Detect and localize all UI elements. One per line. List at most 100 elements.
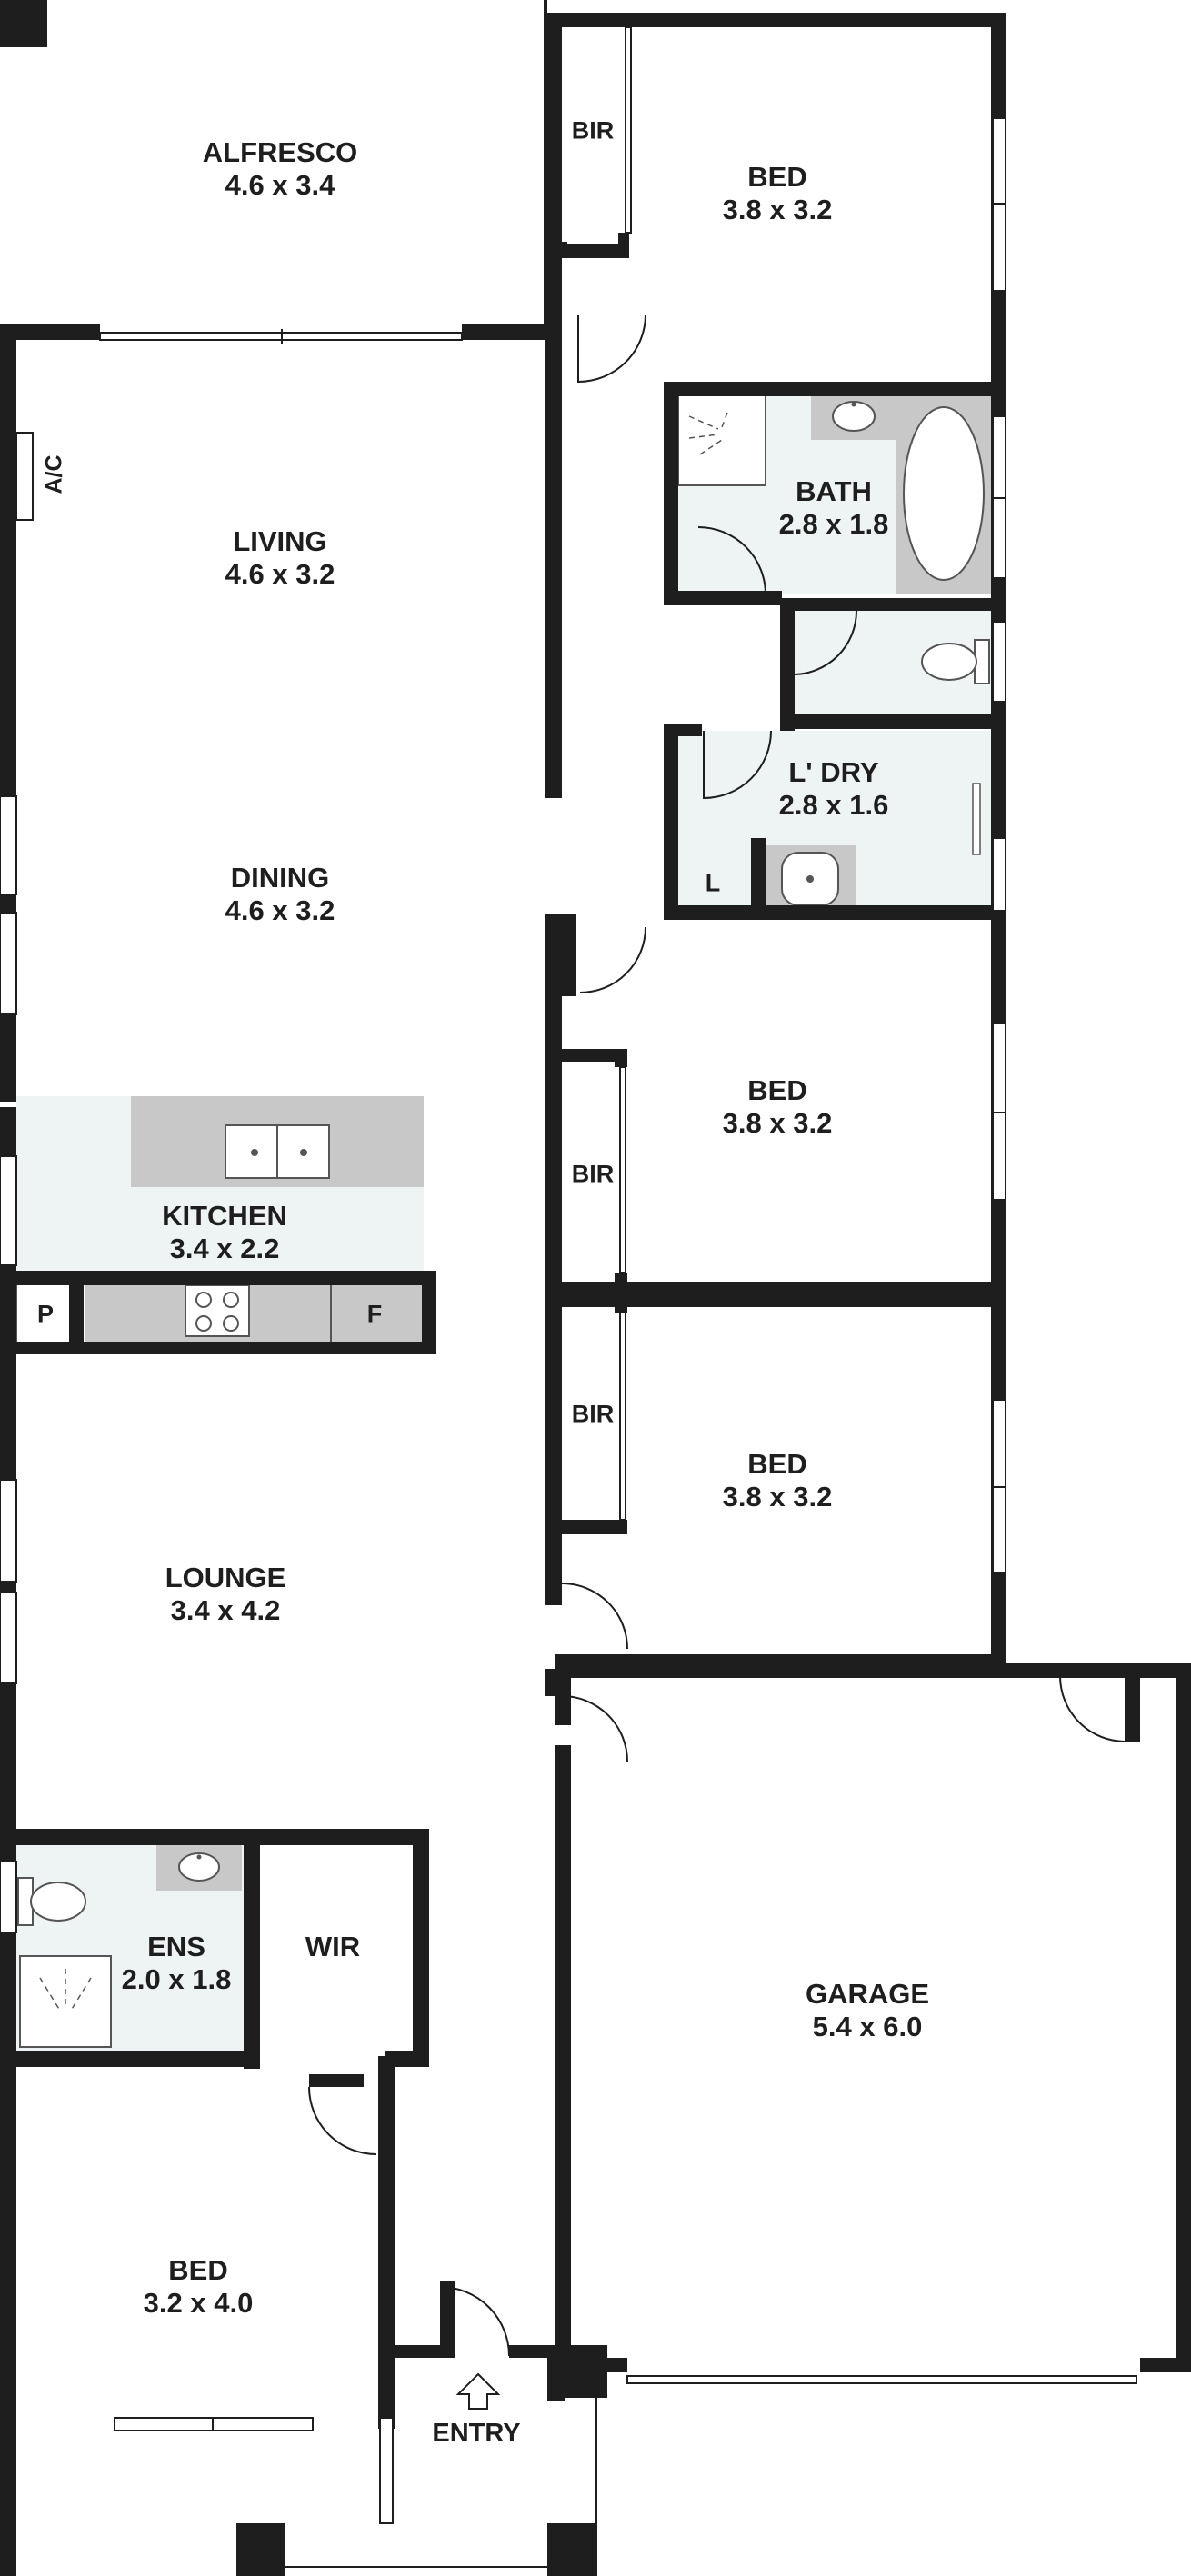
window-ensuite [0, 1861, 17, 1933]
windows [0, 26, 1137, 2524]
room-label-ac: A/C [42, 454, 68, 494]
room-name: DINING [230, 862, 330, 894]
window-entry-side [379, 2417, 394, 2524]
room-label-bed-2: BED 3.8 x 3.2 [723, 1074, 833, 1140]
window-bed4-front-b [212, 2417, 314, 2431]
room-label-ensuite: ENS 2.0 x 1.8 [122, 1931, 232, 1996]
room-dims: 2.8 x 1.8 [778, 508, 889, 540]
room-dims: 5.4 x 6.0 [812, 2011, 923, 2042]
cooktop-icon [185, 1284, 250, 1337]
room-name: BIR [571, 1400, 615, 1428]
room-dims: 4.6 x 3.2 [225, 894, 335, 926]
laundry-drain-icon [806, 875, 814, 883]
room-label-lounge: LOUNGE 3.4 x 4.2 [165, 1562, 286, 1627]
door-garage [561, 1695, 628, 1762]
room-label-fridge: F [367, 1300, 383, 1328]
room-dims: 3.8 x 3.2 [722, 194, 833, 225]
room-dims: 3.4 x 2.2 [169, 1233, 280, 1264]
room-dims: 3.2 x 4.0 [143, 2287, 254, 2319]
bath-shower [677, 394, 766, 486]
room-name: F [366, 1300, 383, 1328]
window-bed3-b [992, 1486, 1006, 1573]
room-name: A/C [41, 454, 67, 494]
entry-arrow-icon [455, 2372, 501, 2410]
room-label-pantry: P [37, 1300, 54, 1328]
door-wc [792, 610, 857, 675]
room-name: L' DRY [788, 756, 879, 789]
room-dims: 4.6 x 3.4 [225, 169, 335, 201]
room-name: ENS [147, 1931, 205, 1963]
room-label-bed-4: BED 3.2 x 4.0 [144, 2254, 254, 2320]
room-name: BED [747, 1448, 807, 1481]
room-dims: 3.8 x 3.2 [722, 1481, 833, 1513]
room-name: L [705, 869, 721, 897]
room-label-linen: L [706, 869, 721, 897]
window-bed3-a [992, 1399, 1006, 1488]
bathtub-bowl-icon [903, 406, 985, 581]
room-label-living: LIVING 4.6 x 3.2 [225, 525, 335, 591]
door-bed3 [561, 1583, 628, 1650]
window-bed1-a [992, 117, 1006, 205]
ensuite-shower-spray-icon [39, 1969, 92, 2012]
room-label-bed-1: BED 3.8 x 3.2 [723, 161, 833, 226]
room-name: BED [747, 161, 807, 194]
room-name: WIR [305, 1931, 361, 1963]
robe-bir3 [619, 1312, 626, 1521]
room-label-bir-3: BIR [572, 1400, 615, 1428]
room-label-alfresco: ALFRESCO 4.6 x 3.4 [203, 136, 358, 202]
room-name: ALFRESCO [202, 136, 358, 169]
room-label-kitchen: KITCHEN 3.4 x 2.2 [162, 1200, 287, 1265]
window-dining-b [0, 912, 17, 1015]
window-bath-a [992, 415, 1006, 499]
room-label-laundry: L' DRY 2.8 x 1.6 [779, 756, 889, 822]
room-name: BIR [571, 1160, 615, 1188]
door-laundry [703, 730, 772, 800]
room-name: KITCHEN [162, 1200, 287, 1233]
room-name: P [36, 1300, 55, 1328]
window-bed1-b [992, 203, 1006, 292]
window-laundry [992, 837, 1006, 912]
room-label-bath: BATH 2.8 x 1.8 [779, 475, 889, 541]
window-wc [992, 621, 1006, 703]
door-garage-side [1059, 1675, 1126, 1743]
window-bed2-b [992, 1112, 1006, 1201]
room-dims: 4.6 x 3.2 [225, 558, 335, 590]
window-dining-a [0, 795, 17, 895]
shower-spray-icon [688, 412, 728, 455]
window-bath-b [992, 497, 1006, 579]
room-name: LIVING [233, 525, 327, 558]
door-bed1 [577, 314, 646, 384]
window-ac [15, 432, 34, 521]
door-bath [697, 526, 766, 595]
door-swings [308, 314, 1126, 2357]
room-label-garage: GARAGE 5.4 x 6.0 [806, 1978, 929, 2043]
fixtures [15, 393, 991, 2048]
room-label-bir-2: BIR [572, 1160, 615, 1188]
room-name: BATH [796, 475, 872, 508]
window-bed4-front-a [114, 2417, 214, 2431]
room-label-bir-1: BIR [572, 116, 615, 145]
window-lounge-b [0, 1592, 17, 1684]
room-dims: 2.0 x 1.8 [121, 1963, 232, 1995]
window-bed2-a [992, 1023, 1006, 1113]
robe-bir2 [619, 1066, 626, 1273]
site-lines [285, 2374, 597, 2576]
room-name: BED [747, 1074, 807, 1107]
room-label-bed-3: BED 3.8 x 3.2 [723, 1448, 833, 1513]
door-bed2 [579, 926, 646, 993]
room-name: GARAGE [805, 1978, 930, 2011]
room-name: ENTRY [432, 2419, 521, 2449]
room-name: BIR [571, 116, 615, 145]
toilet-icon [921, 639, 990, 684]
window-lounge-a [0, 1479, 17, 1583]
door-bed4 [308, 2086, 377, 2155]
window-kitchen [0, 1155, 17, 1266]
room-name: LOUNGE [165, 1562, 286, 1594]
basin-icon [832, 401, 876, 432]
room-name: BED [168, 2254, 228, 2287]
robe-bir1 [625, 26, 632, 234]
double-sink-icon [225, 1124, 330, 1179]
room-label-dining: DINING 4.6 x 3.2 [225, 862, 335, 927]
room-label-entry: ENTRY [432, 2419, 520, 2450]
